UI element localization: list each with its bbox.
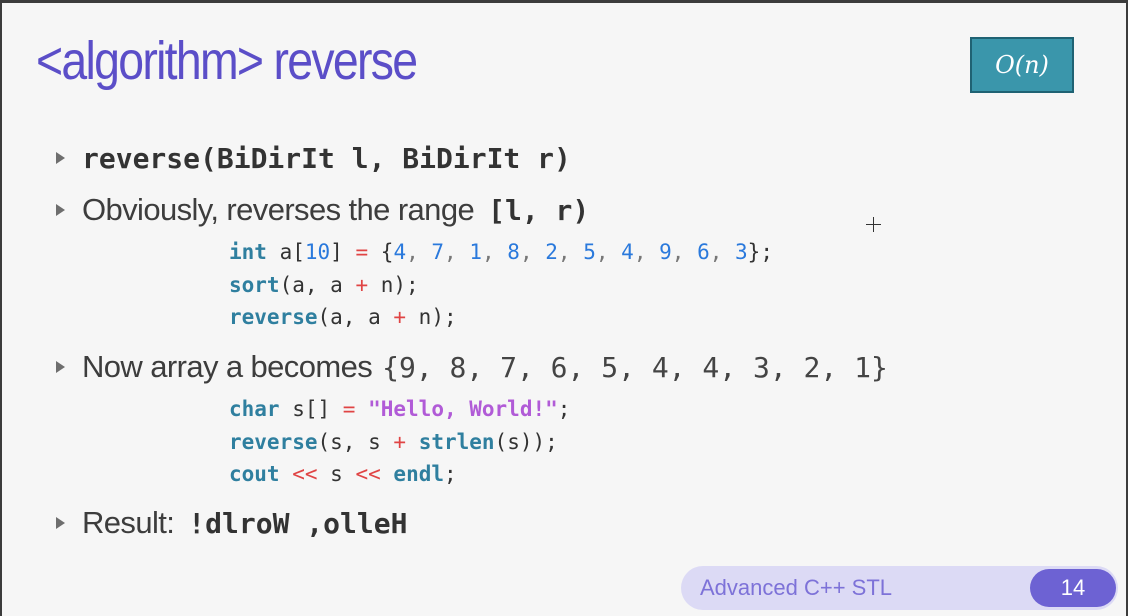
code-block-array: int a[10] = {4, 7, 1, 8, 2, 5, 4, 9, 6, … <box>229 236 773 334</box>
bullet-marker-icon <box>56 152 65 164</box>
complexity-label: O(n) <box>995 51 1049 79</box>
slide-title: <algorithm> reverse <box>36 31 418 91</box>
bullet-text: Now array a becomes <box>82 349 373 384</box>
code-line: cout << s << endl; <box>229 462 457 486</box>
result-code: !dlroW ,olleH <box>188 506 408 540</box>
window-frame-right <box>1126 0 1128 616</box>
page-number: 14 <box>1060 575 1086 600</box>
footer-course-label: Advanced C++ STL <box>700 575 893 600</box>
range-code: [l, r) <box>488 193 590 227</box>
array-result-code: {9, 8, 7, 6, 5, 4, 4, 3, 2, 1} <box>382 350 888 384</box>
code-block-string: char s[] = "Hello, World!"; reverse(s, s … <box>229 393 570 491</box>
bullet-result-array: Now array a becomes {9, 8, 7, 6, 5, 4, 4… <box>56 347 888 387</box>
bullet-marker-icon <box>56 517 65 529</box>
code-line: char s[] = "Hello, World!"; <box>229 397 571 421</box>
bullet-marker-icon <box>56 361 65 373</box>
code-line: reverse(s, s + strlen(s)); <box>229 429 558 454</box>
code-line: reverse(a, a + n); <box>229 305 457 329</box>
window-frame-left <box>0 0 2 616</box>
bullet-signature: reverse(BiDirIt l, BiDirIt r) <box>56 138 571 178</box>
window-frame-top <box>0 0 1128 3</box>
code-line: int a[10] = {4, 7, 1, 8, 2, 5, 4, 9, 6, … <box>229 240 773 264</box>
bullet-description: Obviously, reverses the range [l, r) <box>56 190 589 230</box>
page-number-badge: 14 <box>1030 569 1116 607</box>
bullet-final-result: Result: !dlroW ,olleH <box>56 503 407 543</box>
code-line: sort(a, a + n); <box>229 272 419 297</box>
signature-code: reverse(BiDirIt l, BiDirIt r) <box>82 141 571 175</box>
bullet-text: Obviously, reverses the range <box>82 192 475 227</box>
bullet-text: Result: <box>82 505 175 540</box>
bullet-marker-icon <box>56 204 65 216</box>
complexity-badge: O(n) <box>970 37 1074 93</box>
crosshair-cursor-icon <box>866 217 881 232</box>
